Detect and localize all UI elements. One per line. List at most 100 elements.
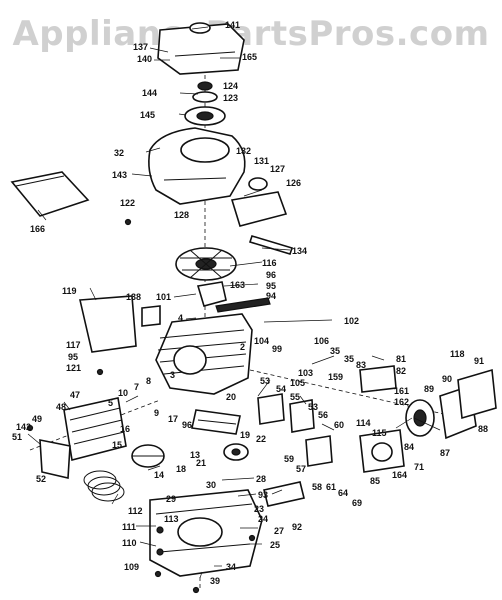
callout-116: 116 [262,258,277,268]
gear-part [223,443,249,461]
callout-138: 138 [126,292,141,302]
callout-103: 103 [298,368,313,378]
callout-29: 29 [166,494,176,504]
callout-91: 91 [474,356,484,366]
callout-22: 22 [256,434,266,444]
fuel-tank-part [157,22,245,75]
callout-114: 114 [356,418,371,428]
callout-104: 104 [254,336,269,346]
callout-113: 113 [164,514,179,524]
callout-23: 23 [254,504,264,514]
callout-95a: 95 [266,281,276,291]
callout-34: 34 [226,562,236,572]
callout-126: 126 [286,178,301,188]
callout-21: 21 [196,458,206,468]
shield-part [79,295,137,353]
callout-59: 59 [284,454,294,464]
callout-132: 132 [236,146,251,156]
callout-109: 109 [124,562,139,572]
cover-plate-part [10,171,90,217]
callout-24: 24 [258,514,268,524]
callout-4: 4 [178,313,183,323]
callout-96: 96 [266,270,276,280]
callout-60: 60 [334,420,344,430]
callout-141: 141 [225,20,240,30]
callout-88: 88 [478,424,488,434]
callout-16: 16 [120,424,130,434]
callout-140: 140 [137,54,152,64]
callout-92: 92 [292,522,302,532]
callout-57: 57 [296,464,306,474]
callout-7: 7 [134,382,139,392]
mount-bracket-part [359,365,397,393]
callout-71: 71 [414,462,424,472]
callout-143: 143 [112,170,127,180]
callout-144: 144 [142,88,157,98]
callout-162: 162 [394,397,409,407]
governor-part [196,281,271,313]
hardware-fasteners [26,218,256,594]
bracket-part [39,439,71,479]
callout-145: 145 [140,110,155,120]
callout-166: 166 [30,224,45,234]
oil-sump-part [149,489,263,577]
callout-10: 10 [118,388,128,398]
callout-94: 94 [266,291,276,301]
callout-96b: 96 [182,420,192,430]
callout-35a: 35 [330,346,340,356]
callout-161: 161 [394,386,409,396]
callout-48: 48 [56,402,66,412]
callout-56: 56 [318,410,328,420]
leader-lines [27,26,441,579]
callout-165: 165 [242,52,257,62]
callout-19: 19 [240,430,250,440]
callout-15: 15 [112,440,122,450]
callout-14: 14 [154,470,164,480]
callout-35b: 35 [344,354,354,364]
valve-cover-part [257,393,315,433]
callout-137: 137 [133,42,148,52]
callout-69: 69 [352,498,362,508]
callout-131: 131 [254,156,269,166]
gasket-part [141,305,161,327]
callout-95b: 95 [68,352,78,362]
callout-39: 39 [210,576,220,586]
starter-pulley-part [184,106,226,126]
piston-rings-part [83,470,125,502]
callout-111: 111 [122,522,136,532]
callout-119: 119 [62,286,77,296]
callout-3: 3 [170,370,175,380]
callout-47: 47 [70,390,80,400]
callout-101: 101 [156,292,171,302]
carburetor-part [359,429,405,473]
link-part [248,235,294,255]
callout-142: 142 [16,422,31,432]
blower-housing-part [148,127,246,205]
callout-54: 54 [276,384,286,394]
callout-159: 159 [328,372,343,382]
callout-85: 85 [370,476,380,486]
callout-53b: 53 [308,402,318,412]
callout-89: 89 [424,384,434,394]
callout-90: 90 [442,374,452,384]
callout-121: 121 [66,363,81,373]
callout-117: 117 [66,340,81,350]
callout-164: 164 [392,470,407,480]
callout-20: 20 [226,392,236,402]
callout-93: 93 [258,490,268,500]
callout-124: 124 [223,81,238,91]
callout-134: 134 [292,246,307,256]
crankshaft-part [191,409,241,435]
nut-part [192,81,218,103]
callout-106: 106 [314,336,329,346]
callout-115: 115 [372,428,387,438]
callout-87: 87 [440,448,450,458]
engine-block-part [155,313,253,395]
callout-83: 83 [356,360,366,370]
callout-17: 17 [168,414,178,424]
callout-5: 5 [108,398,113,408]
callout-30: 30 [206,480,216,490]
callout-61: 61 [326,482,336,492]
callout-28: 28 [256,474,266,484]
